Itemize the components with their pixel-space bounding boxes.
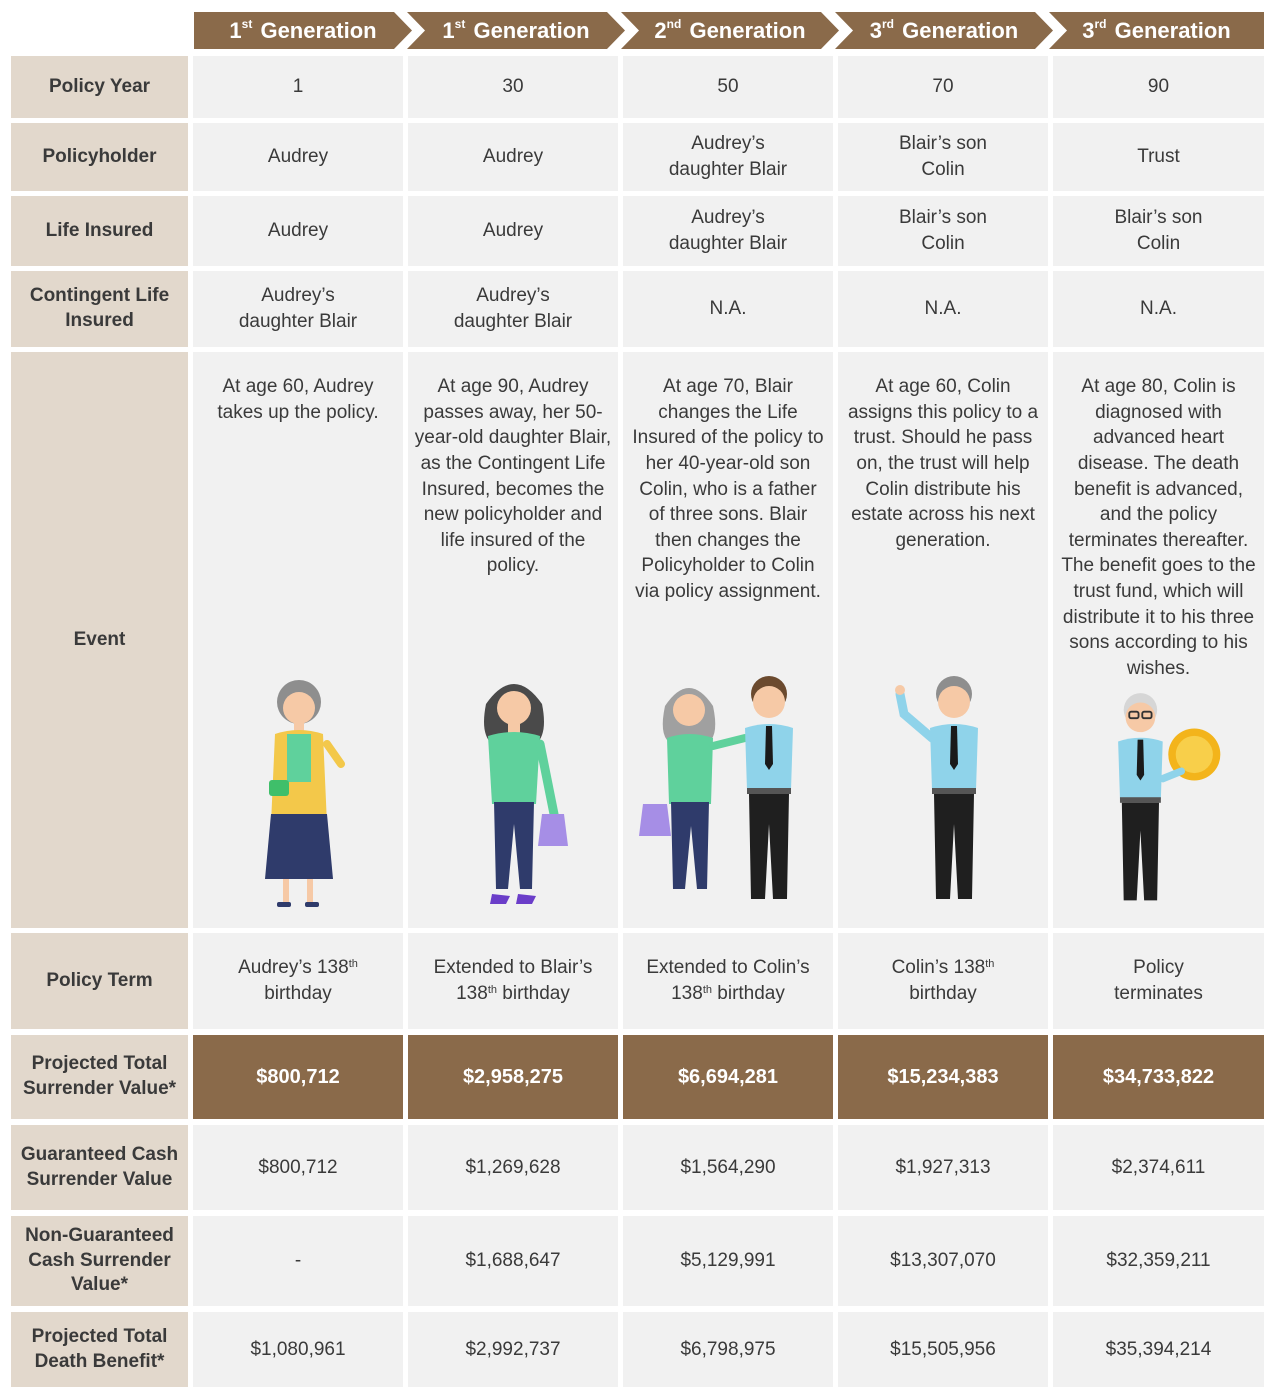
blair-illustration	[484, 684, 568, 904]
ordinal-suffix: th	[487, 984, 497, 996]
row-label: Life Insured	[11, 196, 188, 266]
ordinal-suffix: th	[702, 984, 712, 996]
row-label: Policy Year	[11, 56, 188, 118]
table-cell: $15,505,956	[838, 1312, 1048, 1387]
table-cell: Audrey’s daughter Blair	[623, 196, 833, 266]
event-text: At age 60, Colin assigns this policy to …	[847, 376, 1039, 551]
event-text: At age 80, Colin is diagnosed with advan…	[1061, 376, 1256, 680]
table-cell: $2,992,737	[408, 1312, 618, 1387]
table-cell: Audrey	[408, 123, 618, 191]
policy-term-text: Audrey’s 138	[238, 957, 349, 979]
table-cell: $35,394,214	[1053, 1312, 1264, 1387]
policy-term-text: birthday	[712, 983, 785, 1004]
table-cell: 90	[1053, 56, 1264, 118]
table-cell: $2,374,611	[1053, 1125, 1264, 1210]
row-label: Policy Term	[11, 933, 188, 1029]
event-cell: At age 80, Colin is diagnosed with advan…	[1053, 352, 1264, 928]
row-label: Contingent Life Insured	[11, 271, 188, 347]
table-cell: $1,688,647	[408, 1216, 618, 1306]
policy-term-text: Extended to Blair’s 138	[433, 957, 593, 1004]
table-cell: $32,359,211	[1053, 1216, 1264, 1306]
row-label: Policyholder	[11, 123, 188, 191]
table-cell: -	[193, 1216, 403, 1306]
event-cell: At age 60, Colin assigns this policy to …	[838, 352, 1048, 928]
ordinal-suffix: th	[985, 958, 995, 971]
row-label: Projected Total Death Benefit*	[11, 1312, 188, 1387]
policy-term-text: birthday	[909, 983, 977, 1004]
table-cell: $13,307,070	[838, 1216, 1048, 1306]
table-cell: Blair’s son Colin	[1053, 196, 1264, 266]
row-label: Non-Guaranteed Cash Surrender Value*	[11, 1216, 188, 1306]
table-cell: N.A.	[623, 271, 833, 347]
table-cell: Colin’s 138th birthday	[838, 933, 1048, 1029]
blair-and-colin-illustration	[639, 676, 793, 899]
table-cell: N.A.	[1053, 271, 1264, 347]
policy-term-text: Extended to Colin’s 138	[646, 957, 810, 1004]
row-policyholder: Policyholder Audrey Audrey Audrey’s daug…	[11, 123, 1264, 191]
row-guaranteed-cash-surrender: Guaranteed Cash Surrender Value $800,712…	[11, 1125, 1264, 1210]
table-cell: Audrey	[193, 196, 403, 266]
colin-elder-illustration	[1118, 692, 1221, 901]
event-cell: At age 70, Blair changes the Life Insure…	[623, 352, 833, 928]
table-cell: Policy terminates	[1053, 933, 1264, 1029]
table-cell: 30	[408, 56, 618, 118]
table-cell: Audrey	[408, 196, 618, 266]
event-cell: At age 60, Audrey takes up the policy.	[193, 352, 403, 928]
table-cell: $800,712	[193, 1035, 403, 1119]
row-contingent-life-insured: Contingent Life Insured Audrey’s daughte…	[11, 271, 1264, 347]
table-cell: Extended to Blair’s 138th birthday	[408, 933, 618, 1029]
policy-term-text: birthday	[264, 983, 332, 1004]
table-cell: Audrey’s daughter Blair	[193, 271, 403, 347]
table-cell: $5,129,991	[623, 1216, 833, 1306]
event-text: At age 90, Audrey passes away, her 50-ye…	[414, 376, 612, 577]
row-label: Event	[11, 352, 188, 928]
table-cell: Blair’s son Colin	[838, 196, 1048, 266]
policy-term-text: Colin’s 138	[891, 957, 986, 979]
table-cell: Trust	[1053, 123, 1264, 191]
event-text: At age 70, Blair changes the Life Insure…	[632, 376, 824, 603]
event-cell: At age 90, Audrey passes away, her 50-ye…	[408, 352, 618, 928]
table-cell: $1,927,313	[838, 1125, 1048, 1210]
ordinal-suffix: th	[348, 958, 358, 971]
table-cell: Audrey	[193, 123, 403, 191]
table-cell: Audrey’s 138th birthday	[193, 933, 403, 1029]
table-cell: $800,712	[193, 1125, 403, 1210]
row-projected-death-benefit: Projected Total Death Benefit* $1,080,96…	[11, 1312, 1264, 1387]
table-cell: $6,694,281	[623, 1035, 833, 1119]
row-non-guaranteed-cash-surrender: Non-Guaranteed Cash Surrender Value* - $…	[11, 1216, 1264, 1306]
table-cell: $1,269,628	[408, 1125, 618, 1210]
table-cell: Audrey’s daughter Blair	[408, 271, 618, 347]
table-cell: $1,080,961	[193, 1312, 403, 1387]
table-cell: 50	[623, 56, 833, 118]
table-cell: 1	[193, 56, 403, 118]
row-life-insured: Life Insured Audrey Audrey Audrey’s daug…	[11, 196, 1264, 266]
table-cell: Audrey’s daughter Blair	[623, 123, 833, 191]
row-label: Projected Total Surrender Value*	[11, 1035, 188, 1119]
table-cell: 70	[838, 56, 1048, 118]
policy-term-text: birthday	[497, 983, 570, 1004]
table-cell: $15,234,383	[838, 1035, 1048, 1119]
row-label: Guaranteed Cash Surrender Value	[11, 1125, 188, 1210]
event-text: At age 60, Audrey takes up the policy.	[217, 376, 379, 423]
table-cell: $2,958,275	[408, 1035, 618, 1119]
table-cell: Blair’s son Colin	[838, 123, 1048, 191]
row-policy-year: Policy Year 1 30 50 70 90	[11, 56, 1264, 118]
colin-illustration	[895, 676, 978, 899]
policy-term-text: Policy terminates	[1114, 957, 1203, 1004]
table-cell: $1,564,290	[623, 1125, 833, 1210]
table-cell: $34,733,822	[1053, 1035, 1264, 1119]
audrey-illustration	[265, 680, 345, 907]
table-cell: Extended to Colin’s 138th birthday	[623, 933, 833, 1029]
table-cell: N.A.	[838, 271, 1048, 347]
row-policy-term: Policy Term Audrey’s 138th birthday Exte…	[11, 933, 1264, 1029]
row-projected-surrender-value: Projected Total Surrender Value* $800,71…	[11, 1035, 1264, 1119]
row-event: Event At age 60, Audrey takes up the pol…	[11, 352, 1264, 928]
table-cell: $6,798,975	[623, 1312, 833, 1387]
